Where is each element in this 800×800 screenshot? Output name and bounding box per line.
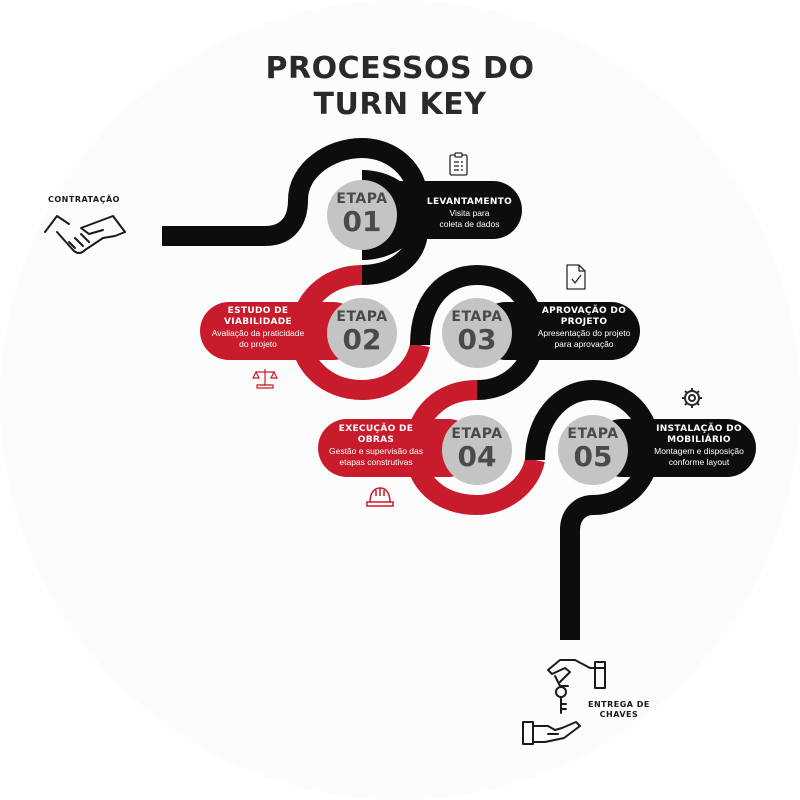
step-01-desc-1: Visita para	[449, 208, 490, 218]
step-05-pill	[593, 419, 756, 477]
step-03-title-2: PROJETO	[560, 317, 608, 327]
step-01-etapa-label: ETAPA	[336, 191, 388, 207]
step-01-number: 01	[342, 205, 382, 238]
path-02-bottom-red	[361, 342, 430, 400]
hand-key-icon	[547, 659, 606, 714]
page-title-line-2: TURN KEY	[313, 87, 487, 122]
step-03-pill	[477, 302, 640, 360]
step-04-etapa-label: ETAPA	[451, 426, 503, 442]
step-04-info: EXECUÇÃO DE OBRAS Gestão e supervisão da…	[320, 424, 432, 468]
step-05-info: INSTALAÇÃO DO MOBILIÁRIO Montagem e disp…	[643, 424, 755, 468]
step-03-info: APROVAÇÃO DO PROJETO Apresentação do pro…	[528, 306, 640, 350]
step-02-title-2: VIABILIDADE	[224, 317, 292, 327]
step-04-desc-1: Gestão e supervisão das	[328, 446, 424, 456]
step-04-circle: ETAPA 04	[442, 415, 512, 485]
end-label-line-1: ENTREGA DE	[588, 700, 650, 709]
step-02-desc-1: Avaliação da praticidade	[211, 328, 305, 338]
scale-icon	[252, 369, 278, 389]
start-label: CONTRATAÇÃO	[48, 195, 120, 204]
step-02-circle: ETAPA 02	[327, 298, 397, 368]
step-02-title-1: ESTUDO DE	[227, 306, 289, 316]
step-02-pill	[200, 302, 362, 360]
step-05-number: 05	[573, 440, 613, 473]
hard-hat-icon	[366, 487, 394, 507]
step-01-title: LEVANTAMENTO	[426, 197, 513, 207]
step-05-desc-1: Montagem e disposição	[654, 446, 744, 456]
step-04-title-1: EXECUÇÃO DE	[338, 424, 414, 434]
step-02-info: ESTUDO DE VIABILIDADE Avaliação da prati…	[202, 306, 314, 350]
end-label-line-2: CHAVES	[599, 710, 639, 719]
step-04-title-2: OBRAS	[357, 435, 395, 445]
step-03-desc-2: para aprovação	[554, 339, 614, 349]
step-05-title-1: INSTALAÇÃO DO	[656, 424, 742, 434]
step-05-circle: ETAPA 05	[558, 415, 628, 485]
step-04-desc-2: etapas construtivas	[339, 457, 413, 467]
document-check-icon	[566, 264, 586, 290]
step-04-number: 04	[457, 440, 497, 473]
step-02-etapa-label: ETAPA	[336, 309, 388, 325]
gear-icon	[682, 388, 702, 408]
step-02-number: 02	[342, 323, 382, 356]
end-label: ENTREGA DE CHAVES	[588, 700, 650, 720]
step-01-desc-2: coleta de dados	[439, 219, 500, 229]
step-01-circle: ETAPA 01	[327, 180, 397, 250]
step-02-desc-2: do projeto	[239, 339, 277, 349]
step-04-pill	[318, 419, 477, 477]
step-03-desc-1: Apresentação do projeto	[537, 328, 631, 338]
page-title-line-1: PROCESSOS DO	[265, 51, 535, 86]
clipboard-icon	[449, 152, 468, 176]
step-01-info: LEVANTAMENTO Visita para coleta de dados	[412, 197, 527, 230]
step-03-number: 03	[457, 323, 497, 356]
step-05-title-2: MOBILIÁRIO	[667, 435, 731, 445]
path-01-to-02-black	[361, 170, 429, 285]
step-03-circle: ETAPA 03	[442, 298, 512, 368]
step-03-title-1: APROVAÇÃO DO	[541, 306, 627, 316]
path-step-03-black	[410, 264, 546, 400]
path-step-04-red	[404, 380, 545, 516]
step-05-desc-2: conforme layout	[668, 457, 730, 467]
step-03-etapa-label: ETAPA	[451, 309, 503, 325]
step-05-etapa-label: ETAPA	[567, 426, 619, 442]
receiving-hand-icon	[522, 721, 581, 745]
handshake-icon	[44, 215, 126, 254]
